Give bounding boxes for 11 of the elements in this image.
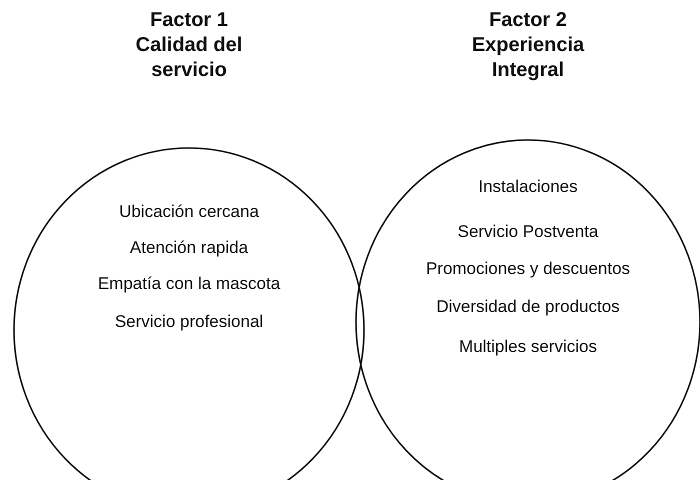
factor-item: Servicio profesional — [114, 312, 264, 332]
factor-item: Diversidad de productos — [436, 297, 620, 317]
factor-item: Servicio Postventa — [458, 222, 598, 242]
factor-heading: Factor 1 Calidad del servicio — [134, 8, 244, 83]
factor-item: Multiples servicios — [459, 337, 597, 357]
factor-item: Promociones y descuentos — [426, 259, 630, 279]
factor-heading: Factor 2 Experiencia Integral — [470, 8, 586, 83]
factor-item: Ubicación cercana — [119, 202, 259, 222]
factor-item: Atención rapida — [130, 238, 248, 258]
factor-item: Empatía con la mascota — [98, 274, 280, 294]
factor-item: Instalaciones — [478, 177, 578, 197]
